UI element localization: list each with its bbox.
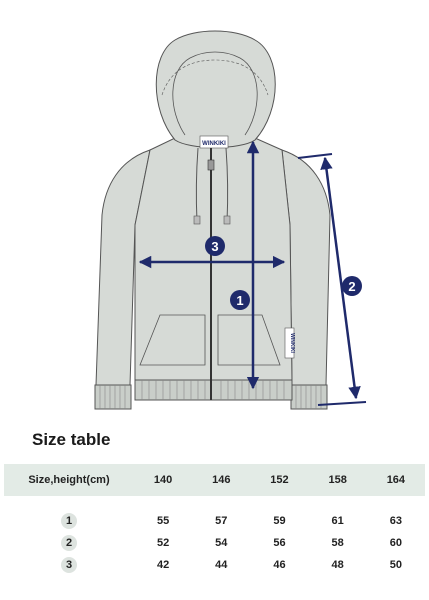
table-cell: 61 bbox=[331, 515, 344, 527]
size-header-label: Size,height(cm) bbox=[4, 464, 134, 496]
waistband bbox=[134, 379, 293, 401]
marker-3: 3 bbox=[205, 236, 225, 256]
table-cell: 54 bbox=[215, 537, 228, 549]
table-row: 2 52 54 56 58 60 bbox=[4, 532, 425, 554]
table-cell: 63 bbox=[389, 515, 402, 527]
side-label bbox=[284, 327, 295, 359]
size-col-header: 152 bbox=[250, 464, 309, 496]
size-col-header: 140 bbox=[134, 464, 193, 496]
table-cell: 44 bbox=[215, 559, 228, 571]
table-cell: 55 bbox=[156, 515, 170, 527]
neck-label bbox=[199, 135, 229, 149]
row-marker-badge: 2 bbox=[61, 535, 77, 551]
table-cell: 52 bbox=[156, 537, 170, 549]
measure-line-2 bbox=[320, 156, 361, 400]
size-col-header: 158 bbox=[308, 464, 367, 496]
table-cell: 58 bbox=[331, 537, 344, 549]
hood bbox=[155, 30, 276, 148]
row-marker-badge: 1 bbox=[61, 513, 77, 529]
table-cell: 60 bbox=[389, 537, 402, 549]
hoodie-body bbox=[134, 137, 293, 383]
row-marker-badge: 3 bbox=[61, 557, 77, 573]
marker-2: 2 bbox=[342, 276, 362, 296]
table-row: 3 42 44 46 48 50 bbox=[4, 554, 425, 576]
table-cell: 48 bbox=[331, 559, 344, 571]
neck-label-text: WINKIKI bbox=[202, 141, 226, 147]
svg-text:1: 1 bbox=[236, 293, 243, 308]
svg-text:3: 3 bbox=[211, 239, 218, 254]
size-table-header-row: Size,height(cm) 140 146 152 158 164 bbox=[4, 464, 425, 496]
size-col-header: 146 bbox=[192, 464, 251, 496]
hood-inner bbox=[172, 51, 258, 136]
table-row: 1 55 57 59 61 63 bbox=[4, 496, 425, 532]
size-table-title: Size table bbox=[32, 430, 111, 449]
table-cell: 42 bbox=[156, 559, 170, 571]
marker-1: 1 bbox=[230, 290, 250, 310]
side-label-text: WINKIKI bbox=[289, 333, 295, 353]
table-cell: 56 bbox=[273, 537, 286, 549]
size-col-header: 164 bbox=[366, 464, 425, 496]
table-cell: 46 bbox=[273, 559, 286, 571]
hoodie-measurement-diagram: WINKIKI WINKIKI 1 2 3 bbox=[94, 30, 367, 410]
table-cell: 59 bbox=[273, 515, 286, 527]
pocket-left bbox=[139, 314, 206, 366]
left-cuff bbox=[94, 384, 132, 410]
size-table: Size,height(cm) 140 146 152 158 164 1 55… bbox=[4, 464, 425, 576]
svg-text:2: 2 bbox=[348, 279, 355, 294]
table-cell: 50 bbox=[389, 559, 402, 571]
table-cell: 57 bbox=[215, 515, 228, 527]
